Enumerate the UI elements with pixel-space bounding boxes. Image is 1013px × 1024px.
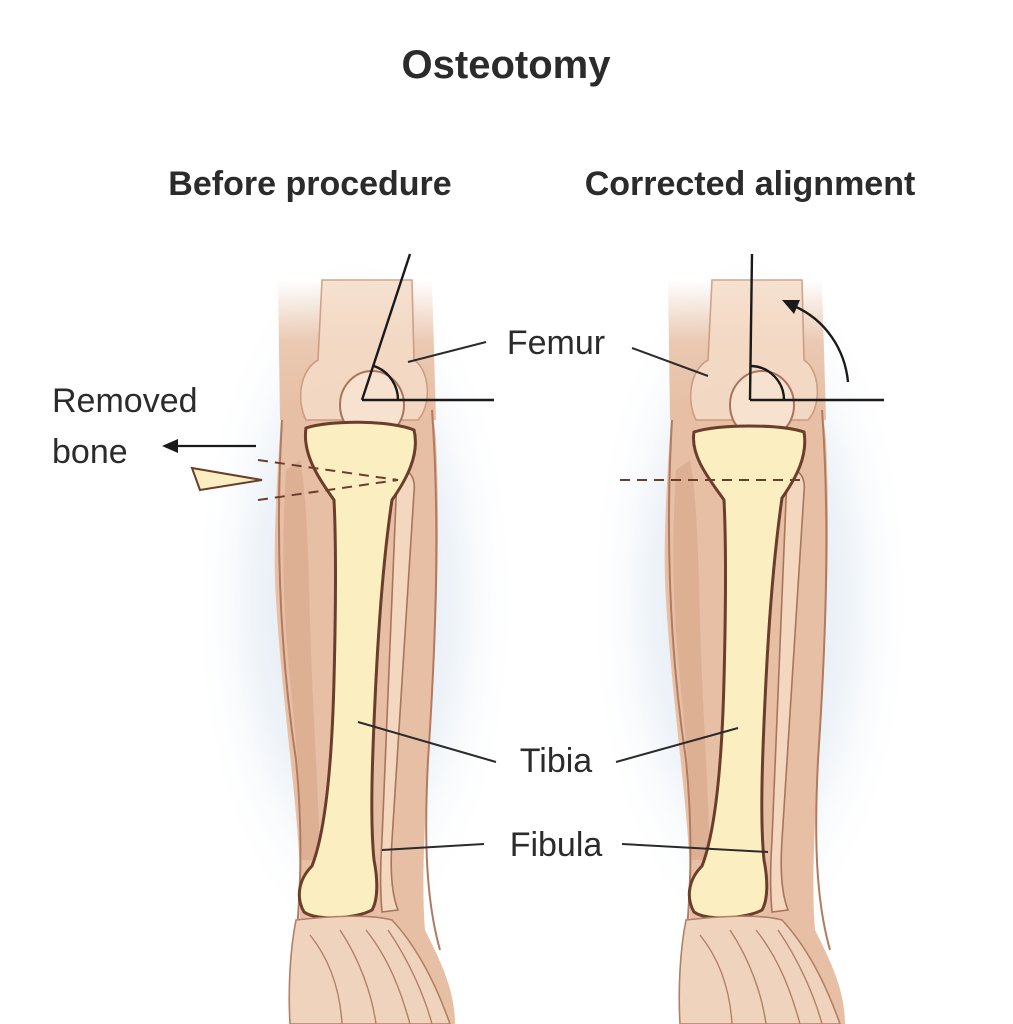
left-foot	[288, 915, 451, 1024]
fibula-leader-right	[621, 843, 769, 853]
left-angle-line-slanted	[360, 253, 412, 401]
removed-bone-label-line2: bone	[52, 433, 128, 471]
fibula-label: Fibula	[510, 826, 603, 864]
arrow-head-icon	[162, 439, 178, 453]
left-cut-line-bottom	[257, 479, 399, 501]
femur-leader-right	[631, 347, 709, 377]
tibia-label: Tibia	[520, 742, 593, 780]
tibia-leader-left	[357, 721, 497, 763]
left-tibia	[297, 420, 417, 920]
right-fibula	[769, 468, 806, 913]
right-leg	[585, 240, 915, 1024]
diagram-title: Osteotomy	[402, 43, 612, 87]
right-calf-shade	[673, 460, 710, 860]
right-foot	[678, 915, 841, 1024]
right-angle-line-vertical	[748, 253, 754, 401]
fibula-leader-left	[381, 843, 485, 851]
right-outline-inner	[815, 409, 831, 951]
femur-leader-left	[407, 341, 487, 363]
left-fibula	[379, 468, 416, 913]
left-leg	[162, 240, 520, 1024]
left-foot-bones	[309, 929, 433, 1024]
left-cut-line-top	[257, 459, 399, 481]
left-calf-shade	[283, 460, 320, 860]
right-tibia	[687, 424, 807, 920]
corrected-alignment-heading: Corrected alignment	[585, 165, 916, 203]
tibia-leader-right	[615, 727, 739, 763]
rotation-arrow-head-icon	[782, 300, 800, 314]
femur-label: Femur	[507, 324, 605, 362]
left-angle-arc	[373, 364, 400, 401]
left-outline-outer	[277, 419, 302, 941]
right-angle-arc	[750, 364, 786, 401]
removed-bone-wedge	[190, 466, 263, 492]
rotation-arrow	[793, 304, 850, 383]
right-outline-outer	[667, 419, 692, 941]
removed-bone-label-line1: Removed	[52, 382, 198, 420]
right-foot-bones	[699, 929, 823, 1024]
before-procedure-heading: Before procedure	[168, 165, 451, 203]
left-outline-inner	[425, 409, 441, 951]
